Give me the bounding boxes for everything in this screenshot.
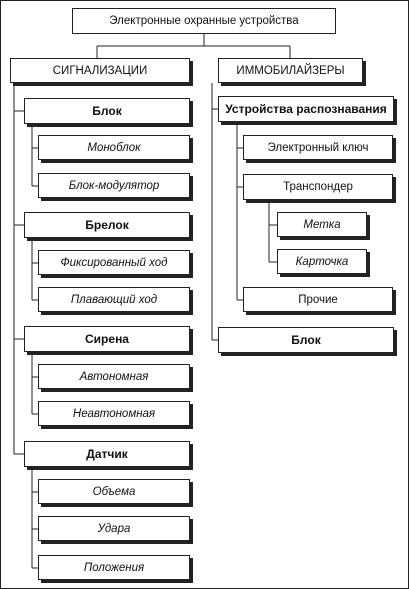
immobilizers-node: ИММОБИЛАЙЗЕРЫ: [218, 58, 363, 83]
card-node: Карточка: [277, 249, 367, 274]
autonomous-node: Автономная: [38, 364, 190, 389]
recognition-devices-node: Устройства распознавания: [218, 96, 394, 122]
sensor-node: Датчик: [24, 441, 190, 467]
volume-sensor-node: Объема: [38, 479, 190, 504]
root-node: Электронные охранные устройства: [72, 8, 336, 34]
shock-sensor-node: Удара: [38, 516, 190, 541]
fixed-code-node: Фиксированный ход: [38, 250, 190, 275]
key-fob-node: Брелок: [24, 212, 190, 238]
position-sensor-node: Положения: [38, 555, 190, 580]
tag-node: Метка: [277, 212, 367, 237]
electronic-key-node: Электронный ключ: [243, 135, 393, 160]
alarm-systems-node: СИГНАЛИЗАЦИИ: [10, 58, 190, 83]
non-autonomous-node: Неавтономная: [38, 401, 190, 426]
alarm-block-node: Блок: [24, 98, 190, 124]
monoblock-node: Моноблок: [38, 135, 190, 160]
block-modulator-node: Блок-модулятор: [38, 173, 190, 198]
transponder-node: Транспондер: [243, 174, 393, 200]
siren-node: Сирена: [24, 326, 190, 352]
other-node: Прочие: [243, 287, 393, 312]
rolling-code-node: Плавающий ход: [38, 287, 190, 312]
immobilizer-block-node: Блок: [218, 327, 394, 353]
